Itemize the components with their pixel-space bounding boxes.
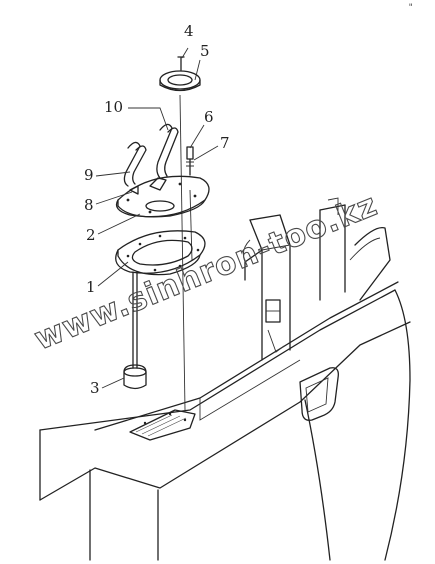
machine-body — [39, 197, 411, 561]
part-hoses-9-10 — [123, 123, 179, 187]
callout-7: 7 — [220, 134, 230, 152]
callout-5: 5 — [200, 42, 210, 60]
part-screw-4 — [177, 56, 185, 71]
callouts: 4 5 10 6 7 9 8 2 1 3 — [84, 22, 230, 397]
part-float-3 — [123, 271, 147, 390]
part-sender-plate-2 — [115, 175, 210, 218]
callout-6: 6 — [204, 108, 214, 126]
part-cap-5 — [159, 70, 201, 92]
assembly-axis — [179, 94, 186, 411]
corner-mark: " — [408, 3, 413, 13]
leader-lines — [95, 47, 219, 389]
callout-9: 9 — [84, 166, 94, 184]
callout-1: 1 — [86, 278, 96, 296]
watermark-text: www.sinhron-too.kz — [30, 187, 383, 358]
callout-2: 2 — [86, 226, 96, 244]
part-bolt-6-7 — [186, 146, 194, 176]
callout-4: 4 — [184, 22, 194, 40]
callout-8: 8 — [84, 196, 94, 214]
part-gasket-1 — [115, 230, 206, 276]
callout-10: 10 — [104, 98, 123, 116]
callout-3: 3 — [90, 379, 100, 397]
